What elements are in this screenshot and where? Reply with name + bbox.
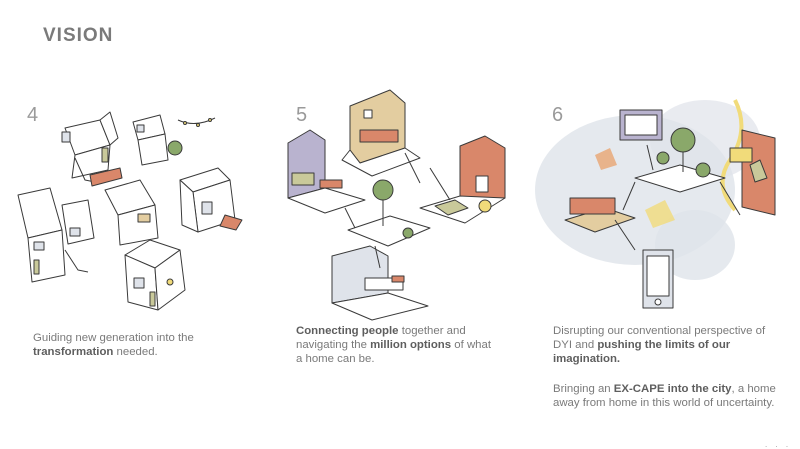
caption-bold: transformation (33, 345, 114, 358)
caption-bold: million options (370, 338, 452, 351)
panel-4-caption: Guiding new generation into the transfor… (33, 332, 233, 360)
panel-number-4: 4 (27, 104, 39, 126)
more-indicator: . . . (765, 440, 792, 449)
caption-text: Disrupting our conventional perspective … (553, 325, 766, 351)
illustration-floating-escape (535, 99, 776, 309)
panel-number-5: 5 (296, 104, 308, 126)
caption-text: together and navigating the (296, 325, 466, 351)
illustration-scattered-houses (17, 111, 243, 311)
caption-text: Guiding new generation into the (33, 332, 194, 344)
caption-text: , a home away from home in this world of… (553, 383, 776, 409)
caption-text: needed. (113, 345, 158, 358)
caption-bold: EX-CAPE into the city (613, 383, 732, 395)
panel-6-caption-2: Bringing an EX-CAPE into the city, a hom… (553, 383, 783, 411)
caption-text: of what a home can be. (296, 338, 491, 365)
slide-title: VISION (43, 25, 114, 46)
caption-bold: Connecting people (296, 325, 399, 337)
caption-text: Bringing an (553, 383, 614, 395)
illustration-connected-rooms (287, 89, 506, 321)
panel-number-6: 6 (552, 104, 564, 126)
panel-6-caption: Disrupting our conventional perspective … (553, 325, 783, 366)
panel-5-caption: Connecting people together and navigatin… (296, 325, 496, 366)
caption-bold: pushing the limits of our imagination. (553, 338, 731, 365)
